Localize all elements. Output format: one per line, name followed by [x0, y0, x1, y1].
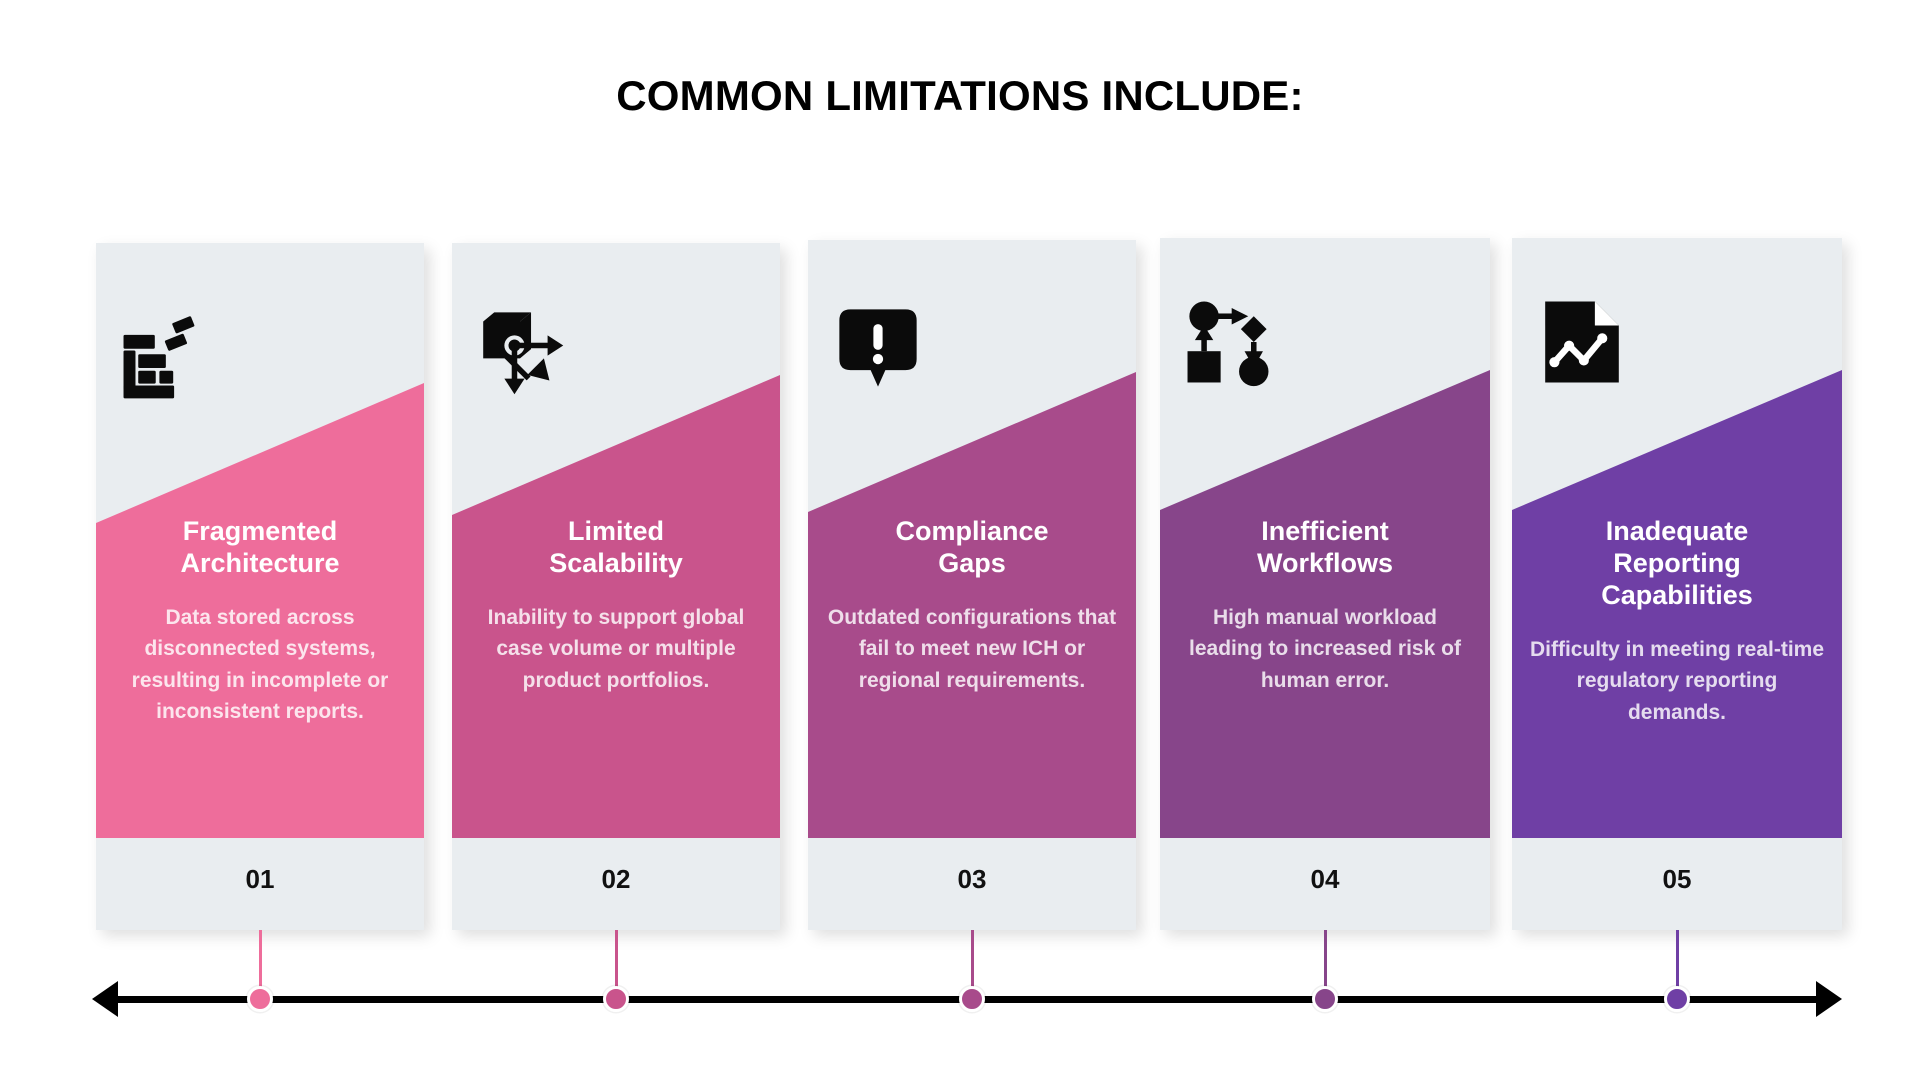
card-description: High manual workload leading to increase… [1189, 605, 1461, 692]
card-number: 05 [1662, 864, 1692, 894]
card-number: 03 [957, 864, 987, 894]
card-description: Outdated configurations that fail to mee… [827, 605, 1117, 692]
card-number: 02 [601, 864, 631, 894]
alert-speech-bubble-icon [832, 302, 924, 394]
card-title: Compliance Gaps [895, 516, 1049, 578]
card-number: 04 [1310, 864, 1340, 894]
card-color-shape [1160, 370, 1490, 838]
card-description: Data stored across disconnected systems,… [131, 605, 389, 724]
card-title: Inadequate Reporting Capabilities [1601, 516, 1753, 610]
card-color-shape [96, 383, 424, 838]
card-color-shape [808, 372, 1136, 838]
card-color-shape [452, 375, 780, 838]
page-title: COMMON LIMITATIONS INCLUDE: [616, 72, 1304, 119]
card-color-shape [1512, 370, 1842, 838]
card-description: Difficulty in meeting real-time regulato… [1529, 637, 1825, 724]
workflow-diagram-icon [1182, 296, 1274, 388]
card-title: Inefficient Workflows [1256, 516, 1393, 578]
fragmented-blocks-icon [118, 311, 210, 403]
card-description: Inability to support global case volume … [487, 605, 745, 692]
card-title: Fragmented Architecture [180, 516, 340, 578]
document-chart-icon [1536, 296, 1628, 388]
card-number: 01 [245, 864, 275, 894]
card-title: Limited Scalability [549, 516, 683, 578]
scalability-cube-arrows-icon [474, 305, 566, 397]
